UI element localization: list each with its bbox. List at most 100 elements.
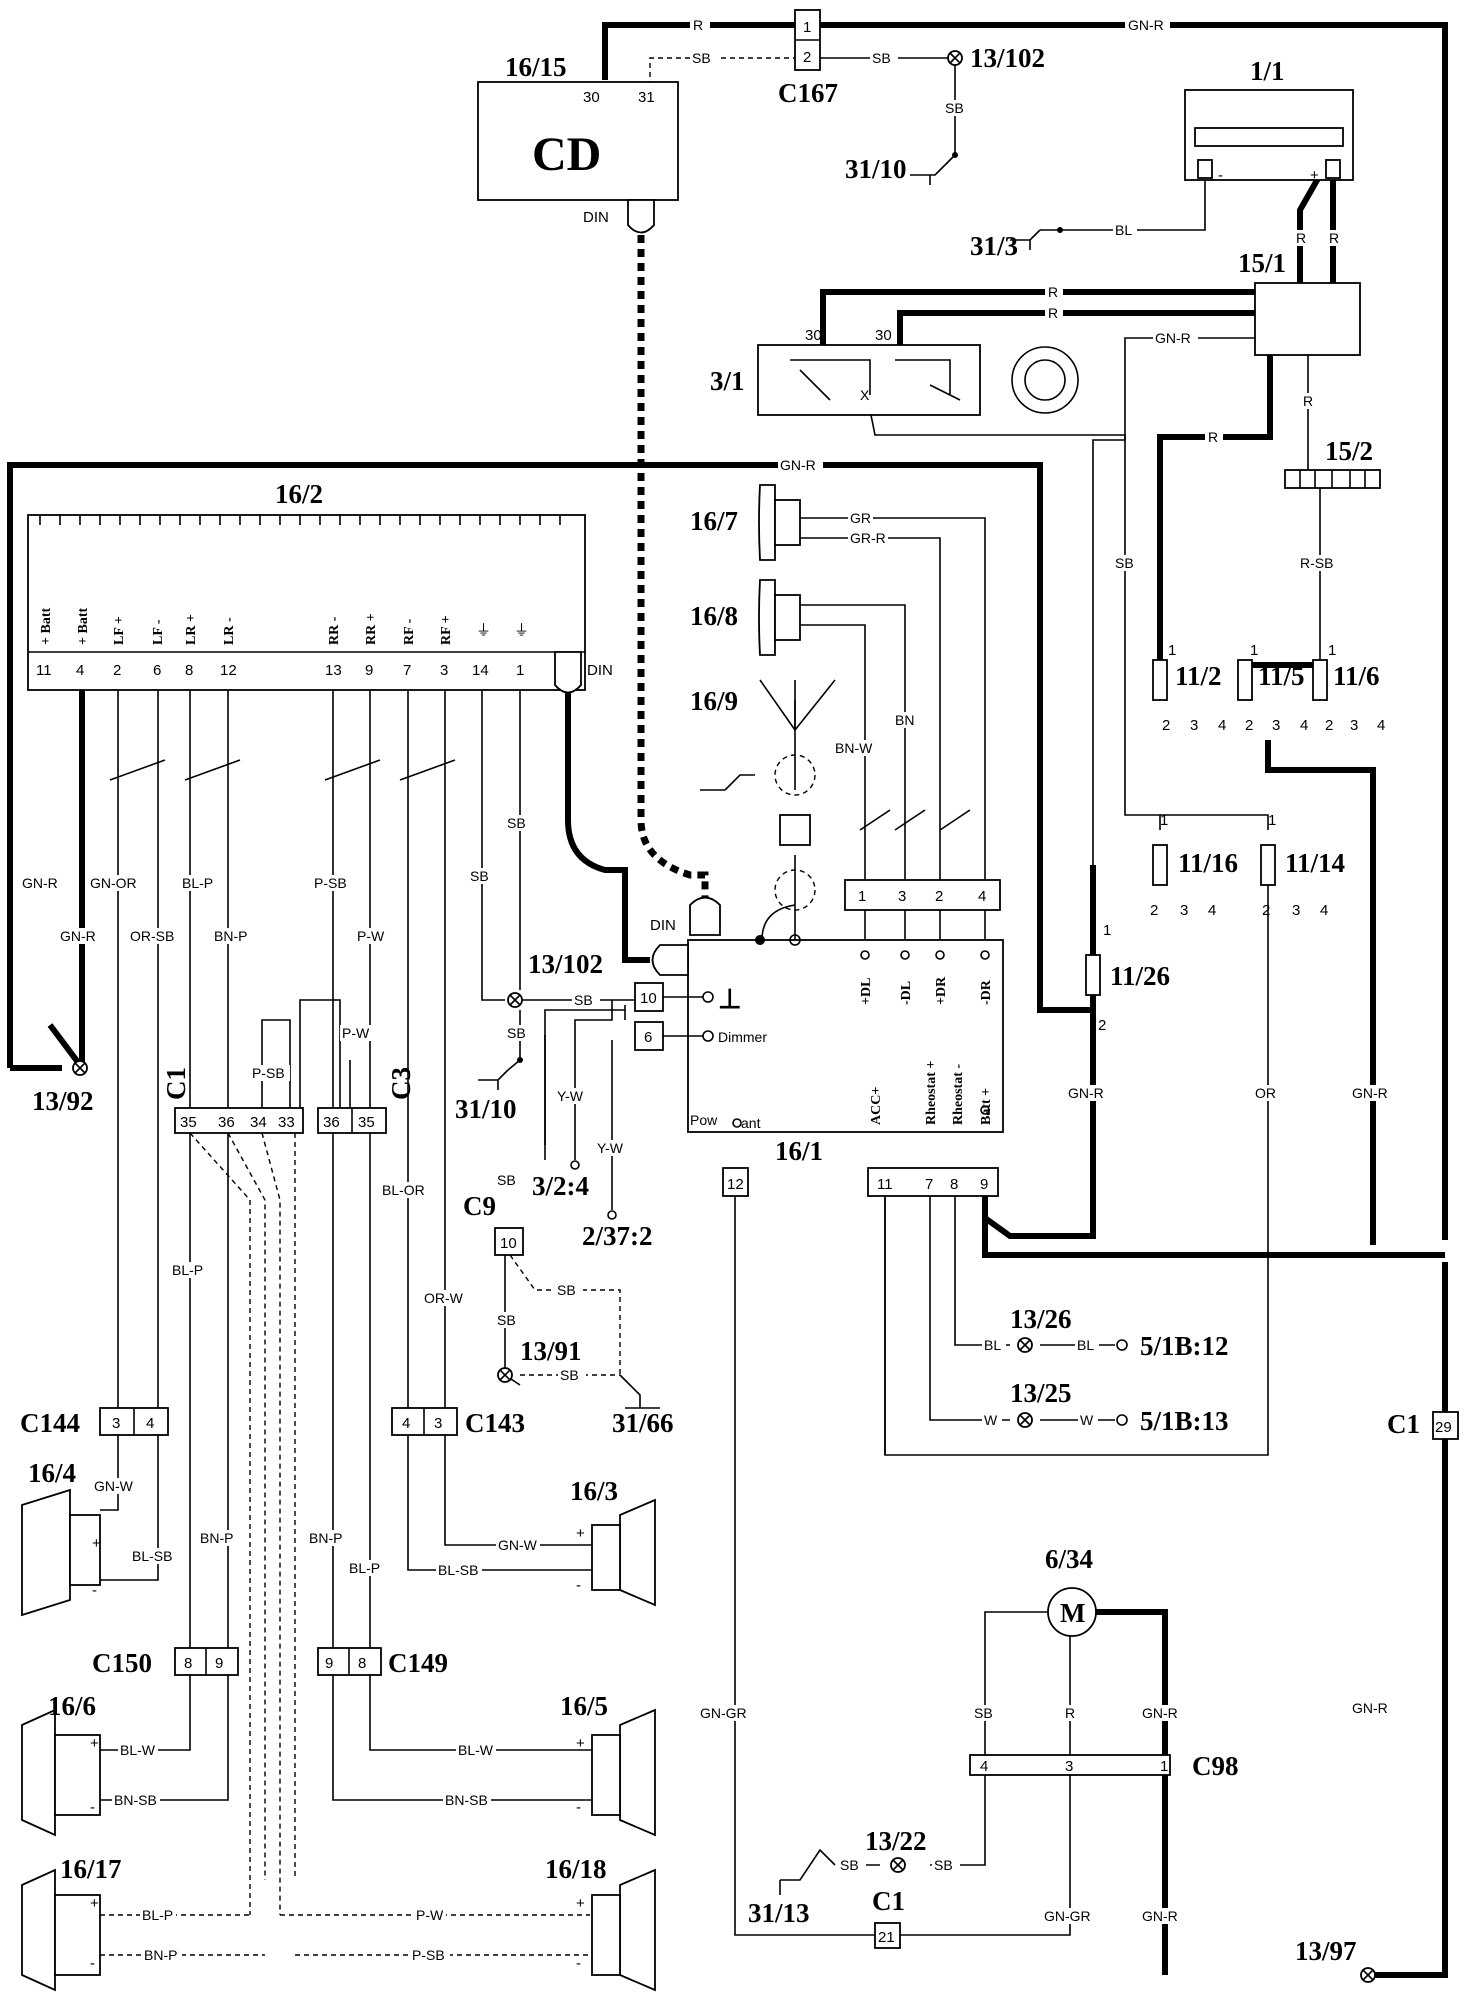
battery: 1/1 - + <box>1184 56 1354 184</box>
svg-text:31/10: 31/10 <box>455 1094 517 1124</box>
svg-text:31/3: 31/3 <box>970 231 1018 261</box>
svg-text:2: 2 <box>1098 1017 1106 1034</box>
svg-text:3: 3 <box>898 888 906 905</box>
speaker-16-17: + - 16/17 <box>21 1854 122 1992</box>
wire-motor-gn-r <box>1095 1609 1168 1975</box>
svg-text:P-W: P-W <box>357 928 385 944</box>
speaker-16-5: + - 16/5 <box>560 1691 656 1837</box>
svg-text:4: 4 <box>146 1415 154 1432</box>
wire-r-ignition-2 <box>897 310 1255 345</box>
svg-text:13/25: 13/25 <box>1010 1378 1072 1408</box>
svg-text:2: 2 <box>1262 902 1270 919</box>
svg-text:6: 6 <box>153 662 161 679</box>
wire-13-92-a <box>47 1023 83 1067</box>
wire-c98-sb <box>930 1775 986 1866</box>
wire-batt-11-26 <box>982 1010 1096 1239</box>
svg-text:⏚: ⏚ <box>476 622 491 639</box>
radio-16-2: 16/2 DIN <box>27 479 613 694</box>
svg-text:3: 3 <box>1350 717 1358 734</box>
fuse-box-15-1: 15/1 <box>1238 248 1361 356</box>
svg-text:13/97: 13/97 <box>1295 1936 1357 1966</box>
svg-text:4: 4 <box>402 1415 410 1432</box>
svg-text:+: + <box>576 1525 585 1542</box>
svg-text:SB: SB <box>945 100 964 116</box>
svg-text:RF -: RF - <box>402 618 417 645</box>
svg-text:BN-P: BN-P <box>144 1947 177 1963</box>
svg-text:R-SB: R-SB <box>1300 555 1333 571</box>
wire-gnd14 <box>481 690 505 1001</box>
wire-terminal-links <box>864 910 986 950</box>
wire-11-5-out <box>1265 740 1376 1245</box>
wire-c1-29-to-13-97 <box>1365 1262 1448 1978</box>
svg-text:Pow: Pow <box>690 1112 718 1128</box>
svg-text:LR -: LR - <box>222 617 237 645</box>
svg-text:30: 30 <box>583 89 600 106</box>
wire-16-4-bl-sb <box>100 1435 159 1581</box>
wire-shield-marks <box>859 809 971 831</box>
svg-text:SB: SB <box>497 1312 516 1328</box>
svg-text:R: R <box>1065 1705 1075 1721</box>
svg-text:BL-W: BL-W <box>120 1742 156 1758</box>
svg-text:4: 4 <box>1377 717 1385 734</box>
svg-text:C1: C1 <box>1387 1409 1420 1439</box>
svg-text:P-SB: P-SB <box>314 875 347 891</box>
wire-16-3-gn-w <box>444 1435 592 1546</box>
svg-text:C143: C143 <box>465 1408 525 1438</box>
svg-text:31/10: 31/10 <box>845 154 907 184</box>
svg-text:13: 13 <box>325 662 342 679</box>
svg-text:C1: C1 <box>872 1886 905 1916</box>
svg-text:4: 4 <box>1208 902 1216 919</box>
control-unit-16-1: 16/1 10 6 ⊥ Dimmer Pow ant ACC+ Rheostat… <box>634 896 1004 1166</box>
svg-text:SB: SB <box>872 50 891 66</box>
svg-text:11/14: 11/14 <box>1285 848 1345 878</box>
svg-text:GN-W: GN-W <box>94 1478 134 1494</box>
wire-16-4-gn-w <box>100 1435 119 1511</box>
wire-10-to-6 <box>600 1000 626 1021</box>
svg-text:1: 1 <box>1250 642 1258 659</box>
svg-text:X: X <box>860 387 870 403</box>
svg-text:SB: SB <box>974 1705 993 1721</box>
wire-6-y-w-1 <box>574 1019 600 1160</box>
svg-text:1: 1 <box>1160 812 1168 829</box>
svg-text:R: R <box>1048 284 1058 300</box>
wire-shield-marks-radio <box>109 759 456 781</box>
svg-text:15/1: 15/1 <box>1238 248 1286 278</box>
thin-wires <box>100 57 1321 1956</box>
cd-changer: CD 30 31 DIN 16/15 <box>477 52 679 234</box>
wire-gn-gr-c98 <box>895 1775 1071 1936</box>
speaker-16-6: + - 16/6 <box>21 1691 101 1837</box>
svg-text:+: + <box>576 1895 585 1912</box>
svg-text:OR-W: OR-W <box>424 1290 464 1306</box>
antenna-16-9: 16/9 <box>690 679 836 911</box>
svg-text:LF -: LF - <box>151 619 166 645</box>
svg-text:-: - <box>576 1577 581 1594</box>
wire-16-8-bn <box>800 604 906 880</box>
wire-r-to-11-2 <box>1157 353 1273 660</box>
svg-text:M: M <box>1060 1598 1085 1628</box>
svg-text:31: 31 <box>638 89 655 106</box>
svg-text:-DR: -DR <box>979 979 994 1005</box>
control-din-plug-left <box>651 944 689 976</box>
svg-text:9: 9 <box>215 1655 223 1672</box>
radio-din-plug <box>554 651 582 694</box>
wire-radio-din <box>565 690 650 963</box>
svg-text:BL-P: BL-P <box>349 1560 380 1576</box>
ignition-switch: 30 30 X 3/1 <box>710 327 1079 416</box>
speaker-16-4: + - 16/4 <box>21 1458 101 1617</box>
svg-text:2/37:2: 2/37:2 <box>582 1221 653 1251</box>
svg-text:16/8: 16/8 <box>690 601 738 631</box>
svg-text:C149: C149 <box>388 1648 448 1678</box>
fuse-strip-15-2: 15/2 <box>1284 436 1381 489</box>
svg-text:6/34: 6/34 <box>1045 1544 1093 1574</box>
svg-text:GN-GR: GN-GR <box>700 1705 747 1721</box>
svg-text:6: 6 <box>644 1029 652 1046</box>
svg-text:BL: BL <box>1115 222 1132 238</box>
wire-top-gn-r <box>602 22 1448 1240</box>
svg-text:1: 1 <box>1168 642 1176 659</box>
svg-text:4: 4 <box>978 888 986 905</box>
svg-text:3: 3 <box>440 662 448 679</box>
svg-text:35: 35 <box>180 1114 197 1131</box>
connector-c1-left: 35 36 34 33 C1 <box>161 1067 304 1134</box>
svg-text:12: 12 <box>220 662 237 679</box>
svg-text:OR-SB: OR-SB <box>130 928 174 944</box>
